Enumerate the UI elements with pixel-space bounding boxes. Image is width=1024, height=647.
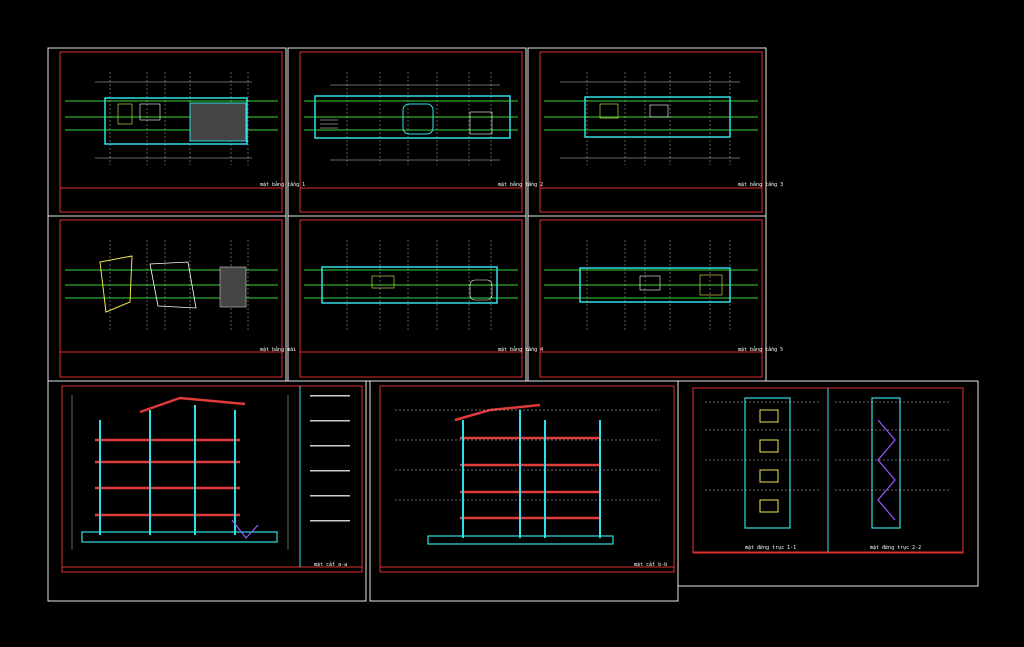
sheet-title: mặt cắt a-a <box>314 562 347 568</box>
sheet-title: mặt bằng mái <box>260 346 296 353</box>
sheet-title: mặt bằng tầng 1 <box>260 181 305 188</box>
sheet-plan-4: mặt bằng mái <box>59 219 296 378</box>
sheet-section-b: mặt cắt b-b <box>379 385 675 573</box>
sheet-plan-5: mặt bằng tầng 4 <box>299 219 543 378</box>
sheet-title: mặt bằng tầng 2 <box>498 181 543 188</box>
sheet-plan-1: mặt bằng tầng 1 <box>59 51 305 213</box>
sheet-plan-3: mặt bằng tầng 3 <box>539 51 783 213</box>
sheet-title: mặt cắt b-b <box>634 562 667 568</box>
sheet-title-left: mặt đứng trục 1-1 <box>745 544 796 551</box>
sheet-title: mặt bằng tầng 3 <box>738 181 783 188</box>
sheet-title: mặt bằng tầng 4 <box>498 346 543 353</box>
sheet-title-right: mặt đứng trục 2-2 <box>870 544 921 551</box>
sheet-borders <box>47 47 979 602</box>
sheet-title: mặt bằng tầng 5 <box>738 346 783 353</box>
sheet-plan-2: mặt bằng tầng 2 <box>299 51 543 213</box>
sheet-section-a: mặt cắt a-a <box>61 385 363 573</box>
sheet-plan-6: mặt bằng tầng 5 <box>539 219 783 378</box>
sheet-section-c: mặt đứng trục 1-1 mặt đứng trục 2-2 <box>692 387 964 554</box>
